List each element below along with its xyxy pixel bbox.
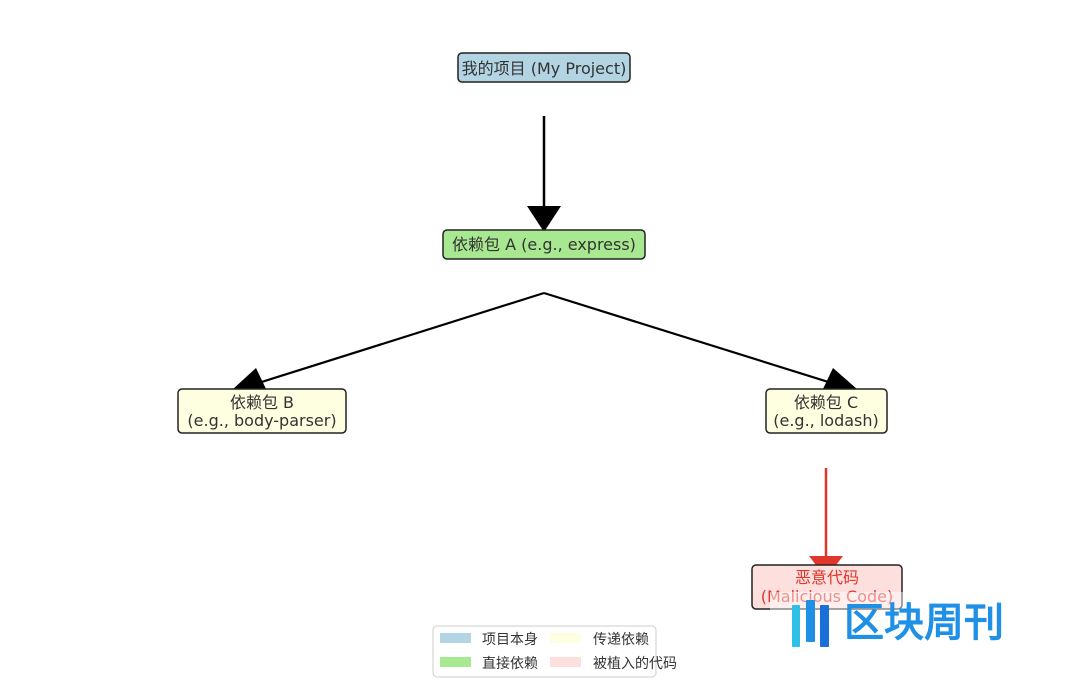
legend-swatch-malicious: [550, 657, 581, 667]
node-dependency-a-label: 依赖包 A (e.g., express): [452, 235, 636, 254]
legend-swatch-project: [440, 633, 471, 643]
legend-swatch-transitive: [550, 633, 581, 643]
node-dependency-c: 依赖包 C (e.g., lodash): [765, 388, 888, 434]
node-dependency-b-label: 依赖包 B: [230, 393, 294, 412]
edge-c-to-malicious: [809, 468, 843, 578]
legend-label-transitive: 传递依赖: [593, 632, 649, 648]
edge-a-to-c: [543, 291, 857, 391]
node-malicious-code: 恶意代码 (Malicious Code): [751, 564, 903, 610]
legend-swatch-direct: [440, 657, 471, 667]
watermark: 区块周刊: [770, 592, 1052, 682]
legend-item-direct: 直接依赖: [440, 655, 538, 672]
legend-label-malicious: 被植入的代码: [593, 656, 677, 672]
legend-item-transitive: 传递依赖: [550, 632, 649, 648]
node-my-project: 我的项目 (My Project): [457, 52, 631, 83]
legend-label-project: 项目本身: [482, 632, 538, 648]
legend-item-project: 项目本身: [440, 632, 538, 648]
node-malicious-code-label: 恶意代码: [795, 568, 859, 587]
legend: 项目本身 直接依赖 传递依赖 被植入的代码: [432, 625, 677, 678]
node-dependency-c-label: 依赖包 C: [794, 393, 858, 412]
node-my-project-label: 我的项目 (My Project): [462, 59, 627, 78]
node-malicious-code-english: (Malicious Code): [761, 587, 894, 606]
legend-label-direct: 直接依赖: [482, 655, 538, 672]
edge-a-to-b: [233, 291, 545, 391]
node-dependency-b-example: (e.g., body-parser): [187, 411, 336, 430]
node-dependency-c-example: (e.g., lodash): [773, 411, 879, 430]
node-dependency-b: 依赖包 B (e.g., body-parser): [177, 388, 347, 434]
legend-item-malicious: 被植入的代码: [550, 656, 677, 672]
node-dependency-a: 依赖包 A (e.g., express): [442, 229, 646, 260]
edge-project-to-a: [527, 116, 561, 232]
watermark-logo-icon: [792, 600, 829, 647]
watermark-text: 区块周刊: [844, 600, 1004, 646]
